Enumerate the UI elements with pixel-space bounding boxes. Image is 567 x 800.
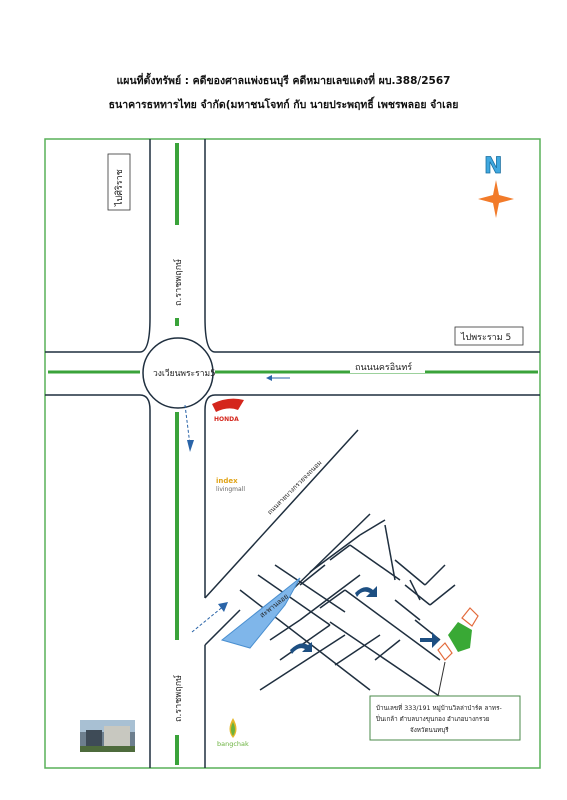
honda-wing-icon [212,398,244,412]
map-frame [44,138,541,769]
bangchak-logo: bangchak [217,740,249,748]
compass-n: N [484,154,502,179]
roundabout-label: วงเวียนพระราม5 [153,368,215,379]
road-edge [289,513,371,593]
honda-logo: HONDA [214,416,239,423]
callout-pointer [437,661,446,697]
direction-box [107,153,131,211]
index-logo-sub: livingmall [216,486,245,493]
direction-top-left: ไปศิริราช [114,169,125,207]
soi-streets [239,519,456,701]
route-arrows [184,375,290,633]
map-subtitle: ธนาคารธหทารไทย จำกัด(มหาชนโจทก์ กับ นายป… [108,99,459,111]
index-logo: index [216,477,238,485]
building-photo [80,720,135,752]
direction-box-right [454,326,524,346]
road-corner [139,394,151,411]
neighbor-house [437,642,453,661]
road-corner [204,317,216,353]
road-edge [204,609,241,646]
property-marker [448,622,472,652]
compass-star-icon [478,180,514,218]
property-address-line1: บ้านเลขที่ 333/191 หมู่บ้านวิลล่าป่าร์ค … [376,703,502,712]
road-vertical-label: ถ.ราชพฤกษ์ [172,259,184,306]
bangchak-leaf-icon [231,722,235,736]
road-edge [204,429,359,599]
road-corner [139,317,151,353]
label-bg [168,668,186,726]
road-horizontal-label: ถนนนครอินทร์ [355,361,412,373]
turn-arrows [290,586,440,654]
label-bg [150,366,208,379]
direction-right: ไปพระราม 5 [460,332,511,343]
property-callout [369,695,521,741]
diagonal-road-label: ถนนสายบางกรวยจงถนอม [266,459,324,517]
label-bg [168,258,186,312]
road-corner [204,394,216,411]
label-bg [350,360,425,373]
footbridge [220,577,301,649]
road-vertical-lower-label: ถ.ราชพฤกษ์ [172,675,184,722]
property-address-line3: จังหวัดนนทบุรี [410,726,449,734]
map-title: แผนที่ตั้งทรัพย์ : คดีของศาลแพ่งธนบุรี ค… [116,75,451,87]
neighbor-house [461,607,479,627]
property-address-line2: ปิ่นเกล้า ตำบลบางขุนกอง อำเภอบางกรวย [375,714,489,723]
